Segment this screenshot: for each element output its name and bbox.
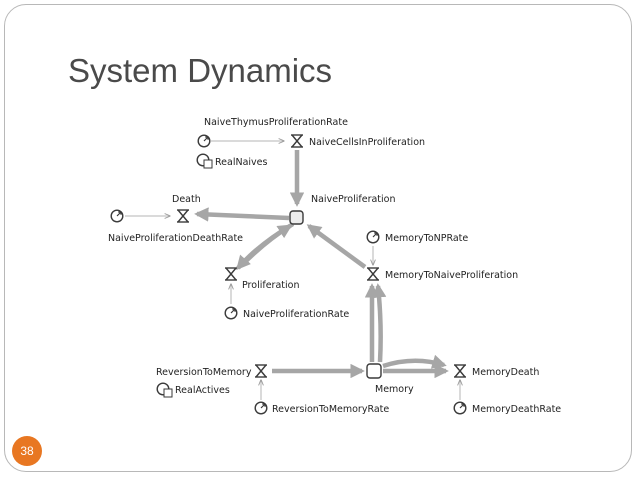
label-memory-to-np-rate: MemoryToNPRate xyxy=(385,233,468,244)
link-arrows xyxy=(125,141,460,400)
label-naive-proliferation-death-rate: NaiveProliferationDeathRate xyxy=(108,233,243,244)
label-memory-death-rate: MemoryDeathRate xyxy=(472,404,561,415)
label-naive-proliferation: NaiveProliferation xyxy=(311,194,396,205)
converter-icon xyxy=(197,134,211,148)
rate-nodes xyxy=(110,134,467,415)
label-naive-proliferation-rate: NaiveProliferationRate xyxy=(243,309,349,320)
page-number: 38 xyxy=(20,444,34,458)
stock-nodes xyxy=(289,210,382,379)
label-reversion-to-memory: ReversionToMemory xyxy=(156,367,252,378)
label-memory-to-naive-proliferation: MemoryToNaiveProliferation xyxy=(385,270,518,281)
label-naive-cells-in-proliferation: NaiveCellsInProliferation xyxy=(309,137,425,148)
hourglass-icon xyxy=(291,134,303,148)
stock-naive-proliferation xyxy=(289,210,304,225)
hourglass-icon xyxy=(177,209,189,223)
label-memory-death: MemoryDeath xyxy=(472,367,539,378)
flow-memory-to-memorydeath-curve xyxy=(382,354,447,369)
label-reversion-to-memory-rate: ReversionToMemoryRate xyxy=(272,404,389,415)
flow-proliferation-to-naiveprolif xyxy=(241,224,293,266)
stock-memory xyxy=(366,363,382,379)
hourglass-icon xyxy=(367,267,379,281)
flow-memory-to-m2np-curve xyxy=(372,283,387,363)
converter-icon xyxy=(453,401,467,415)
converter-icon xyxy=(254,401,268,415)
hourglass-nodes xyxy=(177,134,466,378)
slide-title: System Dynamics xyxy=(68,52,333,89)
converter-icon xyxy=(196,153,213,169)
hourglass-icon xyxy=(225,267,237,281)
page-number-badge: 38 xyxy=(12,436,42,466)
label-death: Death xyxy=(172,194,201,205)
converter-icon xyxy=(110,209,124,223)
label-real-actives: RealActives xyxy=(175,385,230,396)
label-proliferation: Proliferation xyxy=(242,280,299,291)
diagram-labels: NaiveThymusProliferationRate NaiveCellsI… xyxy=(108,117,561,415)
converter-icon xyxy=(224,306,238,320)
converter-icon xyxy=(366,230,380,244)
label-naive-thymus-rate: NaiveThymusProliferationRate xyxy=(204,117,348,128)
label-real-naives: RealNaives xyxy=(215,157,268,168)
flow-m2np-to-naiveprolif xyxy=(306,224,367,269)
flow-arrows xyxy=(194,150,449,379)
converter-icon xyxy=(156,382,173,398)
flow-naiveprolif-to-death xyxy=(194,207,290,222)
label-memory: Memory xyxy=(375,384,414,395)
hourglass-icon xyxy=(454,364,466,378)
hourglass-icon xyxy=(255,364,267,378)
